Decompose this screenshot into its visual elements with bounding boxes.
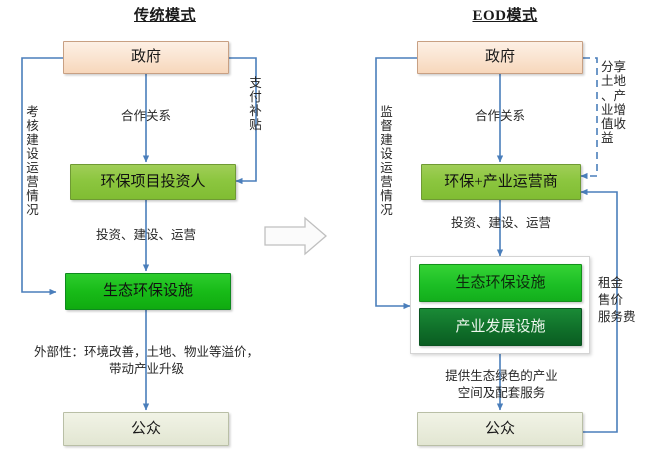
rent-line-2: 售价 (598, 292, 624, 307)
node-right-public[interactable]: 公众 (417, 412, 583, 446)
edge-label-left-cooperation: 合作关系 (120, 109, 171, 123)
vchar: 建 (26, 133, 39, 147)
vchar: 补 (249, 104, 262, 118)
share-line-1: 分享 (601, 60, 627, 74)
vchar: 设 (26, 147, 39, 161)
edge-label-right-invest-build-operate: 投资、建设、运营 (450, 216, 551, 230)
edge-label-right-share-value: 分享 土地 、产 业增 值收 益 (601, 60, 635, 146)
service-line-2: 空间及配套服务 (457, 385, 546, 400)
edge-label-left-assessment: 考 核 建 设 运 营 情 况 (24, 105, 41, 217)
node-right-operator[interactable]: 环保+产业运营商 (421, 164, 581, 200)
node-left-eco-facility[interactable]: 生态环保设施 (65, 273, 231, 310)
vchar: 况 (380, 203, 393, 217)
rent-line-3: 服务费 (598, 309, 636, 324)
share-line-3: 、产 (601, 88, 627, 103)
vchar: 监 (380, 105, 393, 119)
node-right-government[interactable]: 政府 (417, 41, 583, 74)
edge-label-right-supervision: 监 督 建 设 运 营 情 况 (378, 105, 395, 217)
vchar: 督 (380, 119, 393, 133)
vchar: 支 (249, 76, 262, 90)
rent-line-1: 租金 (598, 276, 624, 290)
node-right-eco-facility[interactable]: 生态环保设施 (419, 264, 582, 302)
node-right-industry-facility[interactable]: 产业发展设施 (419, 308, 582, 346)
share-line-5: 值收 (601, 117, 627, 131)
vchar: 运 (380, 161, 393, 175)
vchar: 贴 (249, 118, 262, 132)
right-block-arrow-icon (264, 216, 327, 256)
vchar: 情 (26, 189, 39, 203)
vchar: 考 (26, 105, 39, 119)
vchar: 营 (26, 175, 39, 189)
edge-label-left-subsidy: 支 付 补 贴 (247, 76, 264, 132)
vchar: 情 (380, 189, 393, 203)
vchar: 设 (380, 147, 393, 161)
edge-label-right-cooperation: 合作关系 (474, 109, 525, 123)
node-left-public[interactable]: 公众 (63, 412, 229, 446)
edge-label-right-rent-price-fee: 租金 售价 服务费 (598, 275, 646, 326)
vchar: 况 (26, 203, 39, 217)
share-line-2: 土地 (601, 74, 627, 89)
page-title-traditional: 传统模式 (133, 8, 196, 24)
vchar: 建 (380, 133, 393, 147)
page-title-eod: EOD模式 (472, 8, 538, 24)
edge-label-left-invest-build-operate: 投资、建设、运营 (95, 228, 196, 242)
node-left-government[interactable]: 政府 (63, 41, 229, 74)
edge-label-right-green-space-service: 提供生态绿色的产业 空间及配套服务 (435, 368, 568, 402)
vchar: 营 (380, 175, 393, 189)
externality-line-2: 带动产业升级 (108, 361, 184, 376)
service-line-1: 提供生态绿色的产业 (445, 369, 558, 383)
vchar: 运 (26, 161, 39, 175)
vchar: 核 (26, 119, 39, 133)
externality-line-1: 外部性：环境改善，土地、物业等溢价， (33, 345, 259, 359)
share-line-4: 业增 (601, 102, 627, 117)
node-left-investor[interactable]: 环保项目投资人 (70, 164, 236, 200)
edge-label-left-externality: 外部性：环境改善，土地、物业等溢价， 带动产业升级 (14, 344, 279, 378)
share-line-6: 益 (601, 131, 614, 146)
vchar: 付 (249, 90, 262, 104)
